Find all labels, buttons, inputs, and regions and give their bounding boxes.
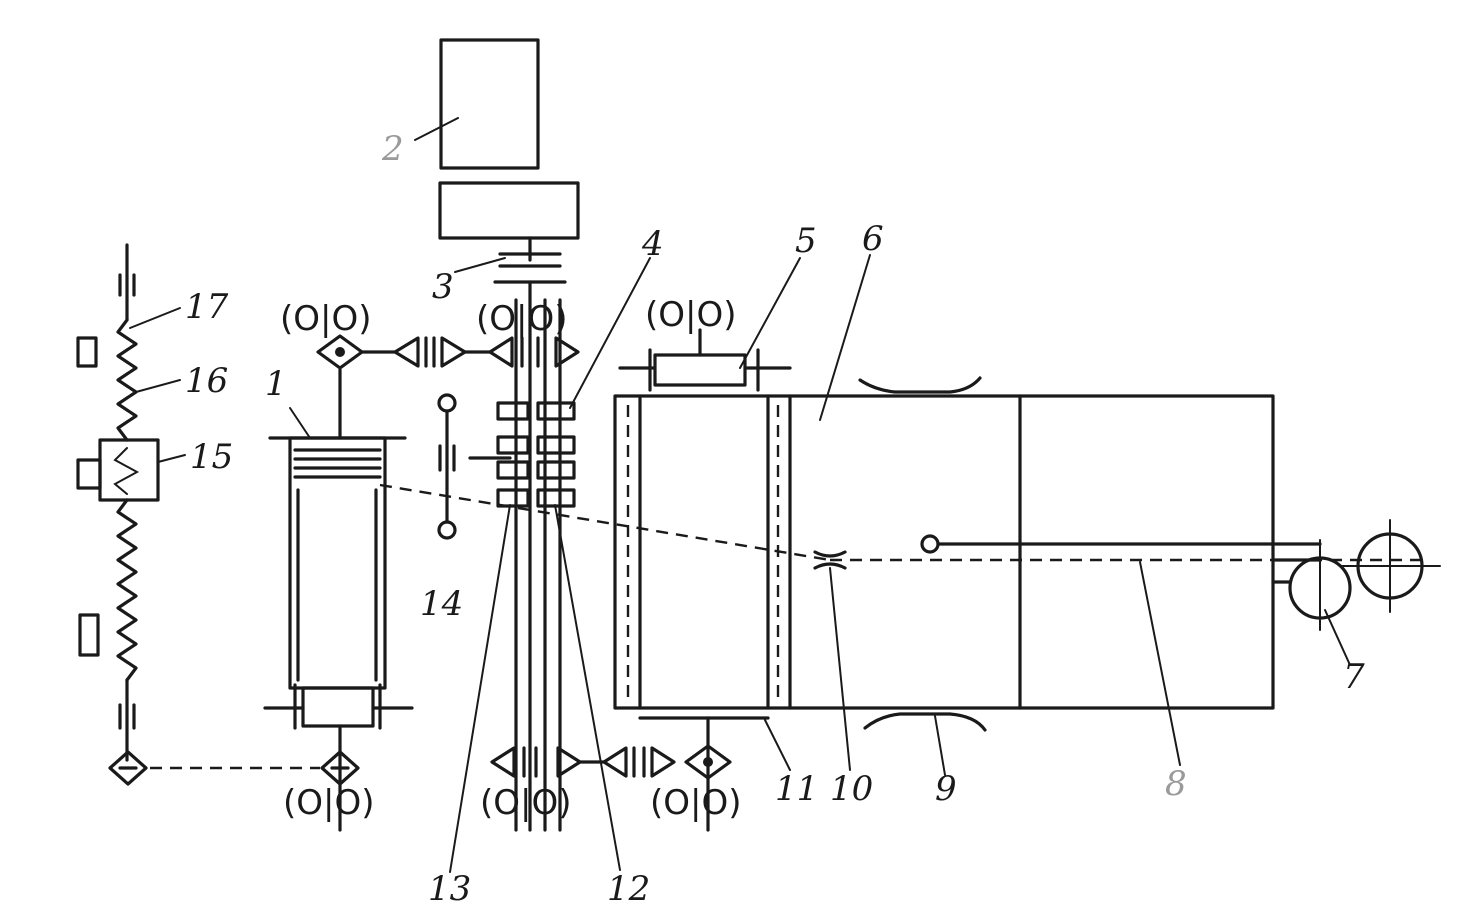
coupling (493, 236, 567, 284)
bearing-symbol: (O|O) (280, 299, 372, 339)
bevel-gear-body-bottom (684, 716, 732, 832)
motor (439, 38, 540, 170)
label-3: 3 (432, 267, 454, 307)
leader-lines (129, 117, 1351, 873)
label-4: 4 (641, 224, 664, 264)
label-11: 11 (775, 769, 818, 809)
bearing-symbol: (O|O) (650, 783, 742, 823)
bearing-drum-bottom: (O|O) (283, 783, 375, 823)
bearing-symbol: (O|O) (645, 295, 737, 335)
bearing-body-bottom: (O|O) (650, 783, 742, 823)
drum-left (263, 368, 414, 832)
label-8: 8 (1165, 764, 1187, 804)
bottom-gear-train (490, 746, 676, 778)
bearing-shaft-top: (O|O) (476, 299, 568, 339)
brake-shoe-bottom (863, 712, 987, 732)
top-gear-train (360, 336, 580, 368)
label-6: 6 (862, 219, 884, 259)
label-7: 7 (1343, 657, 1365, 697)
bevel-gear-drum-bottom (320, 750, 360, 786)
label-13: 13 (428, 869, 471, 907)
label-10: 10 (830, 769, 873, 809)
label-17: 17 (185, 287, 229, 327)
shift-lever (437, 393, 457, 540)
label-1: 1 (265, 364, 287, 404)
label-2: 2 (381, 129, 404, 169)
pulley-large (1339, 519, 1441, 613)
spring-assembly (76, 243, 160, 762)
bearing-symbol: (O|O) (283, 783, 375, 823)
label-14: 14 (420, 584, 463, 624)
top-bearing (618, 328, 792, 392)
label-16: 16 (185, 361, 228, 401)
bearing-shaft-bottom: (O|O) (480, 783, 572, 823)
main-shaft (514, 280, 562, 832)
gear-block (468, 401, 576, 508)
label-5: 5 (795, 221, 817, 261)
bearing-drum-top: (O|O) (280, 299, 372, 339)
bevel-gear-drum-top (316, 334, 364, 370)
reducer (438, 181, 580, 240)
bevel-gear-left-bottom (108, 750, 148, 786)
brake-shoe-top (858, 376, 982, 394)
bearing-symbol: (O|O) (476, 299, 568, 339)
bearing-body-top: (O|O) (645, 295, 737, 335)
bearing-symbol: (O|O) (480, 783, 572, 823)
label-9: 9 (935, 769, 957, 809)
label-15: 15 (190, 437, 233, 477)
main-body (613, 394, 1275, 720)
label-12: 12 (607, 869, 650, 907)
pulley-small (1271, 539, 1352, 631)
